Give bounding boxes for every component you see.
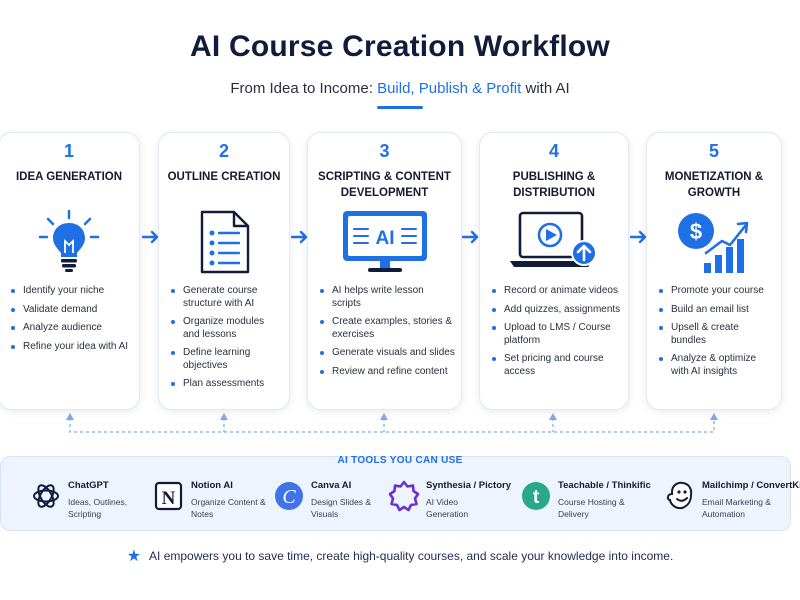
teachable-icon: t xyxy=(522,482,550,510)
list-item: Promote your course xyxy=(659,285,775,298)
arrow-right-icon xyxy=(462,230,479,244)
laptop-upload-icon xyxy=(506,209,602,278)
step-number: 3 xyxy=(379,141,390,161)
document-list-icon xyxy=(194,209,254,280)
list-item: Plan assessments xyxy=(171,378,283,391)
list-item: Upload to LMS / Course platform xyxy=(492,322,622,347)
step-card-idea-generation: 1 IDEA GENERATION Identify your niche Va… xyxy=(0,132,140,410)
list-item: Create examples, stories & exercises xyxy=(320,316,455,341)
list-item: Analyze audience xyxy=(11,322,133,335)
list-item: Add quizzes, assignments xyxy=(492,304,622,317)
list-item: Build an email list xyxy=(659,304,775,317)
page-subtitle: From Idea to Income: Build, Publish & Pr… xyxy=(0,80,800,97)
subtitle-prefix: From Idea to Income: xyxy=(230,80,378,97)
list-item: Review and refine content xyxy=(320,366,455,379)
svg-text:N: N xyxy=(162,488,176,509)
step-number: 4 xyxy=(548,141,559,161)
subtitle-highlight: Build, Publish & Profit xyxy=(377,80,522,97)
tool-desc: Course Hosting & Delivery xyxy=(558,497,625,519)
synthesia-icon xyxy=(388,480,420,512)
svg-text:C: C xyxy=(282,486,296,508)
step-bullets: Generate course structure with AI Organi… xyxy=(171,285,283,397)
arrow-right-icon xyxy=(142,230,159,244)
page-title: AI Course Creation Workflow xyxy=(190,30,610,63)
step-card-monetization-growth: 5 MONETIZATION & GROWTH $ Promote your c… xyxy=(646,132,782,410)
notion-icon: N xyxy=(154,481,183,511)
step-title: PUBLISHING & DISTRIBUTION xyxy=(512,171,596,199)
step-bullets: Promote your course Build an email list … xyxy=(659,285,775,384)
tool-name: Mailchimp / ConvertKit xyxy=(702,480,800,491)
list-item: AI helps write lesson scripts xyxy=(320,285,455,310)
tool-name: Canva AI xyxy=(311,480,352,491)
list-item: Record or animate videos xyxy=(492,285,622,298)
star-icon: ★ xyxy=(126,548,142,565)
list-item: Organize modules and lessons xyxy=(171,316,283,341)
svg-text:AI: AI xyxy=(375,228,394,249)
step-card-scripting-content: 3 SCRIPTING & CONTENT DEVELOPMENT AI AI … xyxy=(307,132,462,410)
footer-tagline: ★ AI empowers you to save time, create hi… xyxy=(0,546,800,566)
tool-desc: Ideas, Outlines, Scripting xyxy=(68,497,128,519)
step-bullets: Identify your niche Validate demand Anal… xyxy=(11,285,133,359)
lightbulb-icon xyxy=(34,209,104,278)
list-item: Generate course structure with AI xyxy=(171,285,283,310)
step-card-outline-creation: 2 OUTLINE CREATION Generate course struc… xyxy=(158,132,290,410)
tool-desc: Organize Content & Notes xyxy=(191,497,266,519)
list-item: Generate visuals and slides xyxy=(320,347,455,360)
mailchimp-icon xyxy=(666,481,693,510)
svg-text:$: $ xyxy=(690,219,702,244)
ai-tools-panel xyxy=(0,456,791,531)
ai-tools-title: AI TOOLS YOU CAN USE xyxy=(337,455,463,466)
step-bullets: AI helps write lesson scripts Create exa… xyxy=(320,285,455,384)
arrow-right-icon xyxy=(291,230,308,244)
subtitle-suffix: with AI xyxy=(521,80,570,97)
tool-desc: Email Marketing & Automation xyxy=(702,497,771,519)
step-title: MONETIZATION & GROWTH xyxy=(664,171,764,199)
step-title: OUTLINE CREATION xyxy=(167,171,281,183)
list-item: Refine your idea with AI xyxy=(11,341,133,354)
tool-name: Notion AI xyxy=(191,480,233,491)
list-item: Set pricing and course access xyxy=(492,353,622,378)
list-item: Define learning objectives xyxy=(171,347,283,372)
chatgpt-icon xyxy=(33,484,59,508)
step-bullets: Record or animate videos Add quizzes, as… xyxy=(492,285,622,384)
tool-desc: Design Slides & Visuals xyxy=(311,497,372,519)
step-title: IDEA GENERATION xyxy=(15,171,123,183)
list-item: Analyze & optimize with AI insights xyxy=(659,353,775,378)
tool-desc: AI Video Generation xyxy=(426,497,469,519)
step-title: SCRIPTING & CONTENT DEVELOPMENT xyxy=(318,171,451,199)
step-number: 2 xyxy=(218,141,229,161)
list-item: Identify your niche xyxy=(11,285,133,298)
tool-name: Teachable / Thinkific xyxy=(558,480,651,491)
arrow-right-icon xyxy=(630,230,647,244)
list-item: Upsell & create bundles xyxy=(659,322,775,347)
step-number: 1 xyxy=(63,141,74,161)
step-number: 5 xyxy=(708,141,719,161)
ai-monitor-icon: AI xyxy=(340,209,430,280)
step-card-publishing-distribution: 4 PUBLISHING & DISTRIBUTION Record or an… xyxy=(479,132,629,410)
dollar-growth-icon: $ xyxy=(674,209,754,280)
list-item: Validate demand xyxy=(11,304,133,317)
tool-name: ChatGPT xyxy=(68,480,109,491)
tool-name: Synthesia / Pictory xyxy=(426,480,512,491)
canva-icon: C xyxy=(275,482,303,510)
svg-text:t: t xyxy=(533,487,540,508)
subtitle-underline xyxy=(377,106,423,109)
footer-text: AI empowers you to save time, create hig… xyxy=(149,549,674,563)
feedback-loop-connector xyxy=(66,413,718,433)
